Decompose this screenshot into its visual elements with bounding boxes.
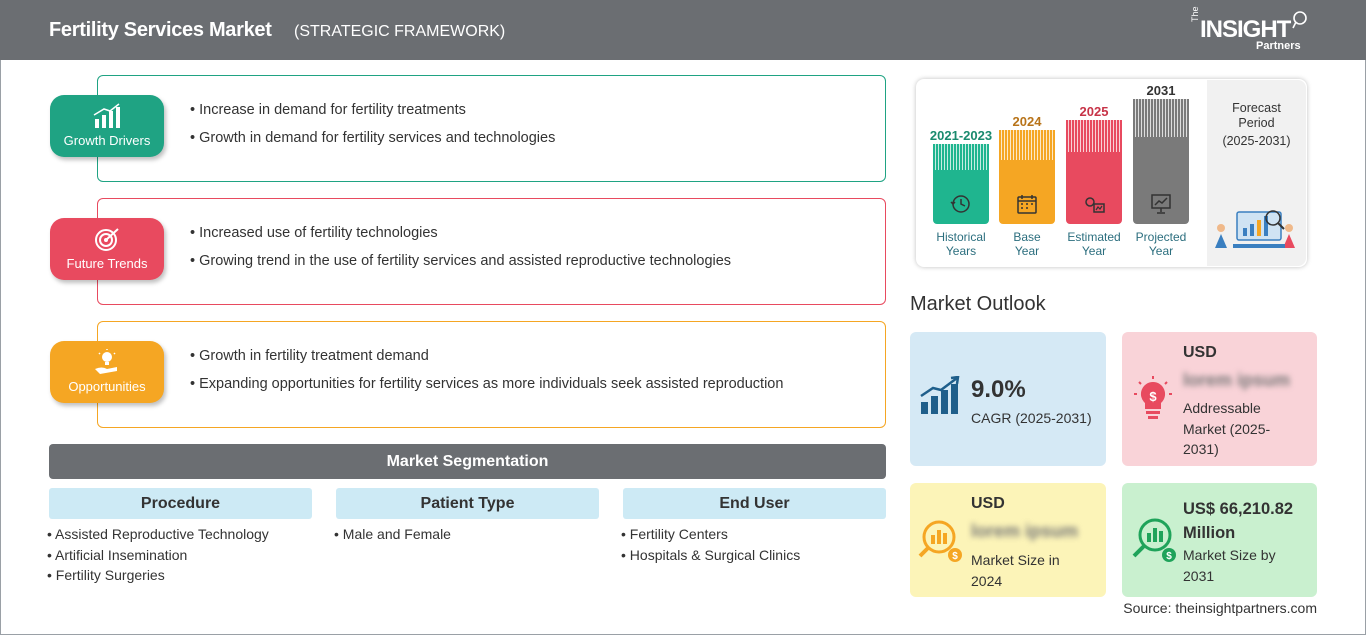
addressable-market-tile: $ USD lorem ipsum Addressable Market (20… xyxy=(1122,332,1317,466)
size2024-hidden-value: lorem ipsum xyxy=(971,521,1079,541)
cagr-tile: 9.0% CAGR (2025-2031) xyxy=(910,332,1106,466)
list-item: Growing trend in the use of fertility se… xyxy=(190,247,731,275)
size2031-label: 2031 xyxy=(1183,567,1215,584)
page-subtitle: (STRATEGIC FRAMEWORK) xyxy=(294,23,506,40)
logo-the-text: The xyxy=(1190,6,1200,22)
calendar-icon xyxy=(1017,195,1037,214)
size2031-value: US$ 66,210.82 xyxy=(1183,500,1294,518)
addressable-label: Market (2025- xyxy=(1183,420,1271,437)
segment-heading-patient-type: Patient Type xyxy=(336,488,599,519)
list-item: Male and Female xyxy=(334,524,451,545)
market-size-2024-tile: $ USD lorem ipsum Market Size in 2024 xyxy=(910,483,1106,597)
size2024-label: 2024 xyxy=(971,572,1003,589)
addressable-usd-label: USD xyxy=(1183,344,1217,361)
svg-text:$: $ xyxy=(1166,551,1172,562)
timeline-caption: Projected xyxy=(1135,230,1187,244)
future-trends-badge: Future Trends xyxy=(50,218,164,280)
segment-list-end-user: Fertility Centers Hospitals & Surgical C… xyxy=(621,524,800,565)
cagr-label: CAGR (2025-2031) xyxy=(971,410,1092,426)
estimate-gears-icon xyxy=(1085,197,1105,213)
growth-drivers-list: Increase in demand for fertility treatme… xyxy=(190,96,555,152)
timeline-year: 2024 xyxy=(1012,114,1042,129)
timeline-bar-top xyxy=(1066,120,1122,152)
market-size-2031-tile: $ US$ 66,210.82 Million Market Size by 2… xyxy=(1122,483,1317,597)
future-trends-label: Future Trends xyxy=(66,256,148,271)
opportunities-badge: Opportunities xyxy=(50,341,164,403)
list-item: Increase in demand for fertility treatme… xyxy=(190,96,555,124)
timeline-bar xyxy=(933,170,989,224)
list-item: Hospitals & Surgical Clinics xyxy=(621,545,800,566)
timeline-caption: Years xyxy=(945,244,977,258)
market-outlook-title: Market Outlook xyxy=(910,293,1046,315)
presentation-chart-icon xyxy=(1151,194,1171,214)
size2031-label: Market Size by xyxy=(1183,547,1276,563)
timeline-caption: Historical xyxy=(936,230,986,244)
market-segmentation-title: Market Segmentation xyxy=(49,444,886,479)
addressable-label: Addressable xyxy=(1183,400,1261,416)
addressable-label: 2031) xyxy=(1183,441,1219,457)
timeline-year: 2021-2023 xyxy=(929,128,993,143)
logo-insight-text: INSIGHT xyxy=(1200,16,1291,43)
segment-heading-procedure: Procedure xyxy=(49,488,312,519)
forecast-period-box: Forecast Period (2025-2031) xyxy=(1207,80,1306,266)
bar-chart-icon xyxy=(93,103,120,128)
svg-text:$: $ xyxy=(952,551,958,562)
timeline-year: 2031 xyxy=(1146,83,1176,98)
opportunities-label: Opportunities xyxy=(68,379,146,394)
page-title: Fertility Services Market xyxy=(49,19,272,41)
future-trends-card: Increased use of fertility technologies … xyxy=(97,198,886,305)
analytics-people-icon xyxy=(1215,210,1295,248)
list-item: Expanding opportunities for fertility se… xyxy=(190,370,783,398)
list-item: Increased use of fertility technologies xyxy=(190,219,731,247)
growth-drivers-label: Growth Drivers xyxy=(63,133,151,148)
growth-drivers-badge: Growth Drivers xyxy=(50,95,164,157)
cagr-value: 9.0% xyxy=(971,376,1026,403)
future-trends-list: Increased use of fertility technologies … xyxy=(190,219,731,275)
opportunities-list: Growth in fertility treatment demand Exp… xyxy=(190,342,783,398)
timeline-year: 2025 xyxy=(1079,104,1109,119)
list-item: Fertility Centers xyxy=(621,524,800,545)
timeline-caption: Year xyxy=(1014,244,1040,258)
logo-swoosh-icon xyxy=(1292,11,1307,29)
opportunities-card: Growth in fertility treatment demand Exp… xyxy=(97,321,886,428)
segment-heading-end-user: End User xyxy=(623,488,886,519)
size2031-unit: Million xyxy=(1183,524,1236,542)
timeline-bar-top xyxy=(933,144,989,170)
forecast-period-label: Period xyxy=(1238,116,1275,130)
list-item: Growth in demand for fertility services … xyxy=(190,124,555,152)
money-analysis-icon: $ xyxy=(918,520,962,562)
logo-partners-text: Partners xyxy=(1256,40,1301,52)
list-item: Artificial Insemination xyxy=(47,545,269,566)
timeline-caption: Year xyxy=(1148,244,1174,258)
insight-partners-logo: The INSIGHT Partners xyxy=(1190,6,1320,54)
header-bar: Fertility Services Market (STRATEGIC FRA… xyxy=(0,0,1366,60)
dollar-bulb-icon: $ xyxy=(1134,376,1172,419)
lightbulb-hand-icon xyxy=(95,349,117,374)
list-item: Fertility Surgeries xyxy=(47,565,269,586)
segment-list-procedure: Assisted Reproductive Technology Artific… xyxy=(47,524,269,586)
forecast-range-label: (2025-2031) xyxy=(1222,134,1291,148)
forecast-label: Forecast xyxy=(1232,101,1281,115)
addressable-hidden-value: lorem ipsum xyxy=(1183,370,1291,390)
history-clock-icon xyxy=(950,195,970,213)
timeline-caption: Estimated xyxy=(1067,230,1121,244)
list-item: Growth in fertility treatment demand xyxy=(190,342,783,370)
timeline-caption: Year xyxy=(1081,244,1107,258)
segment-list-patient-type: Male and Female xyxy=(334,524,451,545)
timeline-bar-top xyxy=(1133,99,1189,137)
target-icon xyxy=(95,228,119,251)
size2024-label: Market Size in xyxy=(971,552,1060,568)
timeline-caption: Base xyxy=(1013,230,1041,244)
list-item: Assisted Reproductive Technology xyxy=(47,524,269,545)
growth-drivers-card: Increase in demand for fertility treatme… xyxy=(97,75,886,182)
svg-text:$: $ xyxy=(1149,389,1157,404)
growth-bars-icon xyxy=(920,376,960,414)
money-growth-icon: $ xyxy=(1132,518,1176,562)
timeline-bar-top xyxy=(999,130,1055,160)
source-credit: Source: theinsightpartners.com xyxy=(1123,600,1317,616)
size2024-usd-label: USD xyxy=(971,495,1005,512)
